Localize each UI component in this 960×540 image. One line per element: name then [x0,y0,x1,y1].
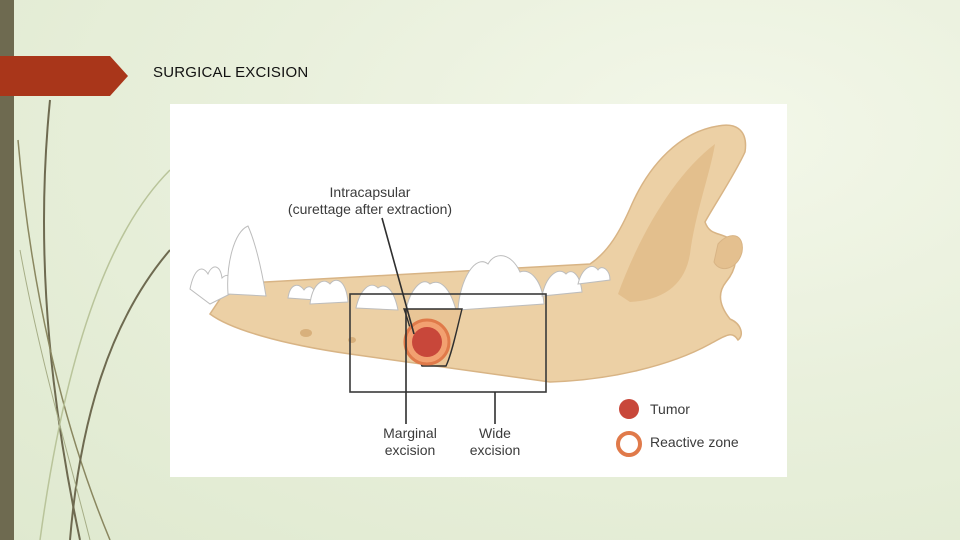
intracapsular-label: Intracapsular (curettage after extractio… [270,184,470,218]
marginal-label-line1: Marginal [365,425,455,442]
excision-diagram: Intracapsular (curettage after extractio… [170,104,787,477]
legend-reactive-zone-label: Reactive zone [650,434,739,450]
tumor [412,327,442,357]
legend-reactive-symbol [618,433,640,455]
legend-tumor-label: Tumor [650,401,690,417]
mandible-illustration [170,104,787,477]
canine-tooth [228,226,266,296]
wide-label-line2: excision [450,442,540,459]
wide-label-line1: Wide [450,425,540,442]
intracapsular-label-line1: Intracapsular [270,184,470,201]
wide-excision-label: Wide excision [450,425,540,459]
legend-tumor-symbol [619,399,639,419]
intracapsular-label-line2: (curettage after extraction) [270,201,470,218]
slide-title: SURGICAL EXCISION [153,64,308,81]
marginal-excision-label: Marginal excision [365,425,455,459]
marginal-label-line2: excision [365,442,455,459]
carnassial-tooth [458,256,544,310]
mental-foramen-1 [300,329,312,337]
title-arrow-marker [0,56,130,98]
